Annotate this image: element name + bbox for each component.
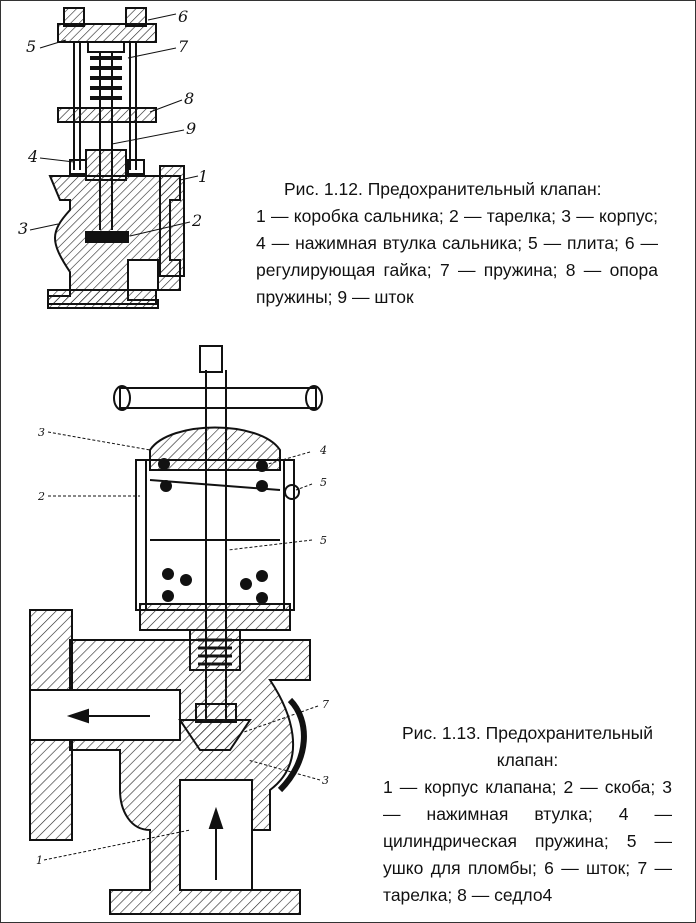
figure-1-12-drawing: 1 2 3 4 5 6 7 8 9 — [18, 7, 208, 309]
fig1-label-4: 4 — [27, 147, 38, 166]
fig2-label-3-bottom: 3 — [322, 774, 329, 787]
figure-1-12-caption: Рис. 1.12. Предохранительный клапан: 1 —… — [256, 176, 658, 311]
figure-1-12-caption-title: Рис. 1.12. Предохранительный клапан: — [284, 179, 602, 199]
fig2-label-2: 2 — [37, 490, 45, 503]
figure-1-12-caption-text: 1 — коробка сальника; 2 — тарелка; 3 — к… — [256, 206, 658, 307]
fig2-label-5-top: 5 — [320, 476, 327, 489]
figure-1-13-caption-text: 1 — корпус клапана; 2 — скоба; 3 — нажим… — [383, 777, 672, 905]
fig1-label-3: 3 — [18, 219, 28, 238]
fig1-label-7: 7 — [178, 37, 189, 56]
fig1-label-8: 8 — [184, 89, 194, 108]
fig2-label-4: 4 — [319, 444, 327, 457]
fig2-label-3-top: 3 — [38, 426, 45, 439]
fig2-label-7: 7 — [322, 698, 329, 711]
fig1-label-2: 2 — [191, 211, 202, 230]
fig1-label-9: 9 — [186, 119, 196, 138]
fig1-label-6: 6 — [178, 7, 188, 26]
fig1-label-5: 5 — [26, 37, 36, 56]
fig1-label-1: 1 — [198, 167, 208, 186]
figure-1-13-caption-title: Рис. 1.13. Предохранительный клапан: — [401, 723, 654, 770]
figure-1-13-drawing: 3 2 4 5 5 7 3 1 — [29, 345, 329, 915]
figure-1-13-caption: Рис. 1.13. Предохранительный клапан: 1 —… — [383, 720, 672, 909]
fig2-label-1: 1 — [36, 854, 43, 867]
fig2-label-5-stem: 5 — [320, 534, 327, 547]
